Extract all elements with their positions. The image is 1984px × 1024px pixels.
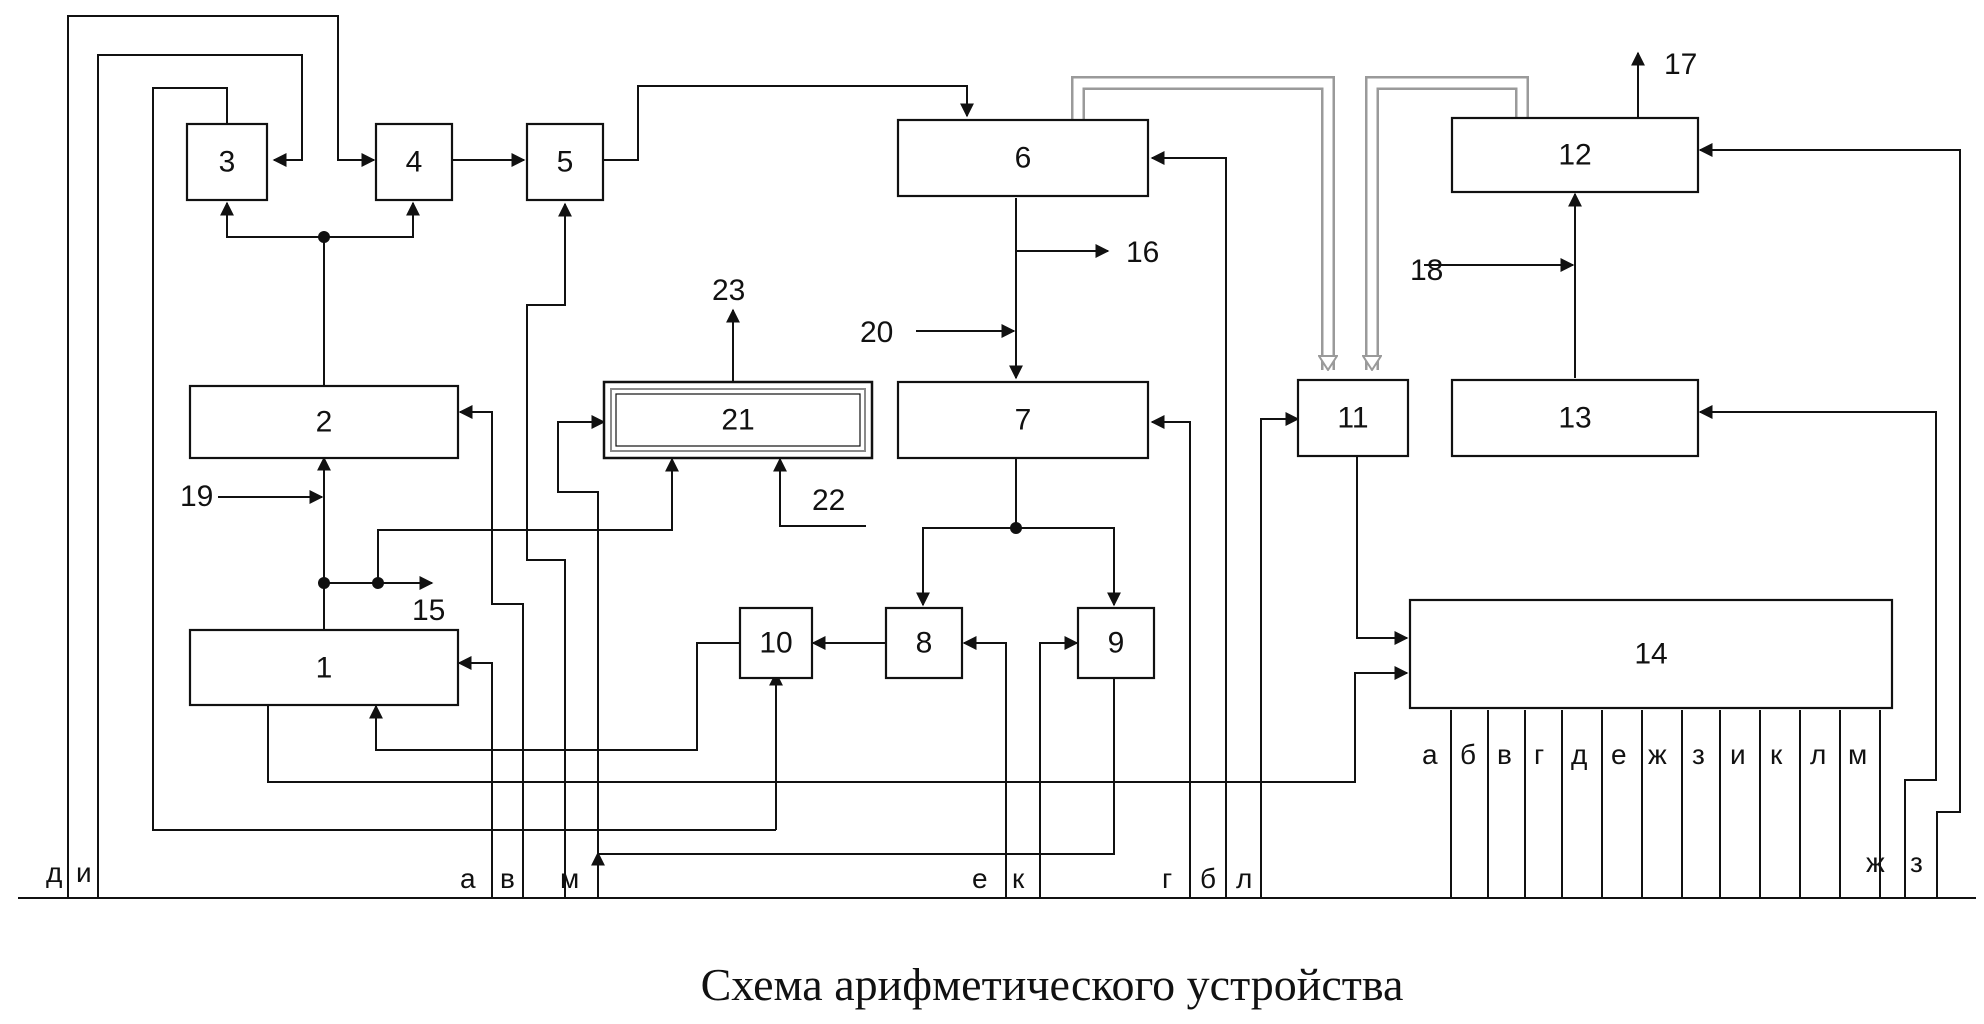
block-label-6: 6 bbox=[1015, 142, 1032, 175]
b14-letter-b: б bbox=[1460, 739, 1476, 770]
block-label-1: 1 bbox=[316, 652, 333, 685]
block-label-3: 3 bbox=[219, 146, 236, 179]
bus-letter-b: б bbox=[1200, 863, 1216, 894]
block-12: 12 bbox=[1450, 116, 1700, 194]
block-13: 13 bbox=[1450, 378, 1700, 458]
signal-label-19: 19 bbox=[180, 480, 213, 513]
block-3: 3 bbox=[185, 122, 269, 202]
b14-letter-a: а bbox=[1422, 739, 1438, 770]
block-7: 7 bbox=[896, 380, 1150, 460]
diagram-caption: Схема арифметического устройства bbox=[701, 959, 1404, 1010]
block-label-11: 11 bbox=[1337, 402, 1368, 435]
b14-letter-g: г bbox=[1534, 739, 1544, 770]
b14-letter-zh: ж bbox=[1648, 739, 1667, 770]
signal-label-22: 22 bbox=[812, 484, 845, 517]
block-label-8: 8 bbox=[916, 627, 933, 660]
block-label-4: 4 bbox=[406, 146, 423, 179]
block-8: 8 bbox=[884, 606, 964, 680]
block-11: 11 bbox=[1296, 378, 1410, 458]
block-label-14: 14 bbox=[1634, 638, 1667, 671]
block-label-7: 7 bbox=[1015, 404, 1032, 437]
block-label-10: 10 bbox=[759, 627, 792, 660]
b14-letter-i: и bbox=[1730, 739, 1746, 770]
bus-letter-k: к bbox=[1012, 863, 1025, 894]
bus-6-to-11 bbox=[1071, 76, 1328, 370]
block-4: 4 bbox=[374, 122, 454, 202]
bus-letter-d: д bbox=[46, 857, 62, 888]
signal-label-15: 15 bbox=[412, 594, 445, 627]
bus-12-to-11 bbox=[1372, 76, 1529, 370]
signal-label-23: 23 bbox=[712, 274, 745, 307]
block-2: 2 bbox=[188, 384, 460, 460]
block-10: 10 bbox=[738, 606, 814, 680]
block-14: 14 bbox=[1408, 598, 1894, 710]
block-21: 21 bbox=[602, 380, 874, 460]
bus-letter-a: а bbox=[460, 863, 476, 894]
bus-letter-l: л bbox=[1236, 863, 1252, 894]
b14-letter-m: м bbox=[1848, 739, 1867, 770]
wires bbox=[67, 15, 1961, 898]
block-label-9: 9 bbox=[1108, 627, 1125, 660]
signal-label-20: 20 bbox=[860, 316, 893, 349]
signal-label-17: 17 bbox=[1664, 48, 1697, 81]
block-label-2: 2 bbox=[316, 406, 333, 439]
block-label-21: 21 bbox=[721, 404, 754, 437]
b14-letter-l: л bbox=[1810, 739, 1826, 770]
b14-letter-z: з bbox=[1692, 739, 1705, 770]
block-5: 5 bbox=[525, 122, 605, 202]
block-9: 9 bbox=[1076, 606, 1156, 680]
block-label-12: 12 bbox=[1558, 139, 1591, 172]
b14-letter-k: к bbox=[1770, 739, 1783, 770]
bus-letter-zh: ж bbox=[1866, 847, 1885, 878]
block-1: 1 bbox=[188, 628, 460, 707]
signal-label-18: 18 bbox=[1410, 254, 1443, 287]
bus-letter-v: в bbox=[500, 863, 515, 894]
b14-letter-e: е bbox=[1611, 739, 1627, 770]
bus-letter-z: з bbox=[1910, 847, 1923, 878]
block-label-5: 5 bbox=[557, 146, 574, 179]
bus-letter-m: м bbox=[560, 863, 579, 894]
b14-letter-d: д bbox=[1571, 739, 1587, 770]
bus-letter-i: и bbox=[76, 857, 92, 888]
b14-letter-v: в bbox=[1497, 739, 1512, 770]
block-6: 6 bbox=[896, 118, 1150, 198]
signal-label-16: 16 bbox=[1126, 236, 1159, 269]
block-label-13: 13 bbox=[1558, 402, 1591, 435]
bus-letter-g: г bbox=[1162, 863, 1172, 894]
bus-letter-e: е bbox=[972, 863, 988, 894]
